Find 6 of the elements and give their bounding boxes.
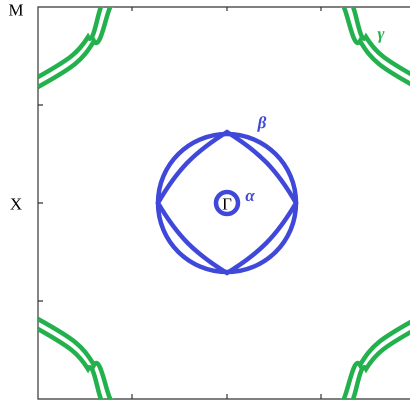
point-label: Γ xyxy=(222,198,232,210)
point-label: X xyxy=(10,198,22,210)
band-label: γ xyxy=(378,31,385,43)
band-label: β xyxy=(257,116,266,132)
point-label: M xyxy=(8,4,24,16)
band-label: α xyxy=(246,192,255,202)
